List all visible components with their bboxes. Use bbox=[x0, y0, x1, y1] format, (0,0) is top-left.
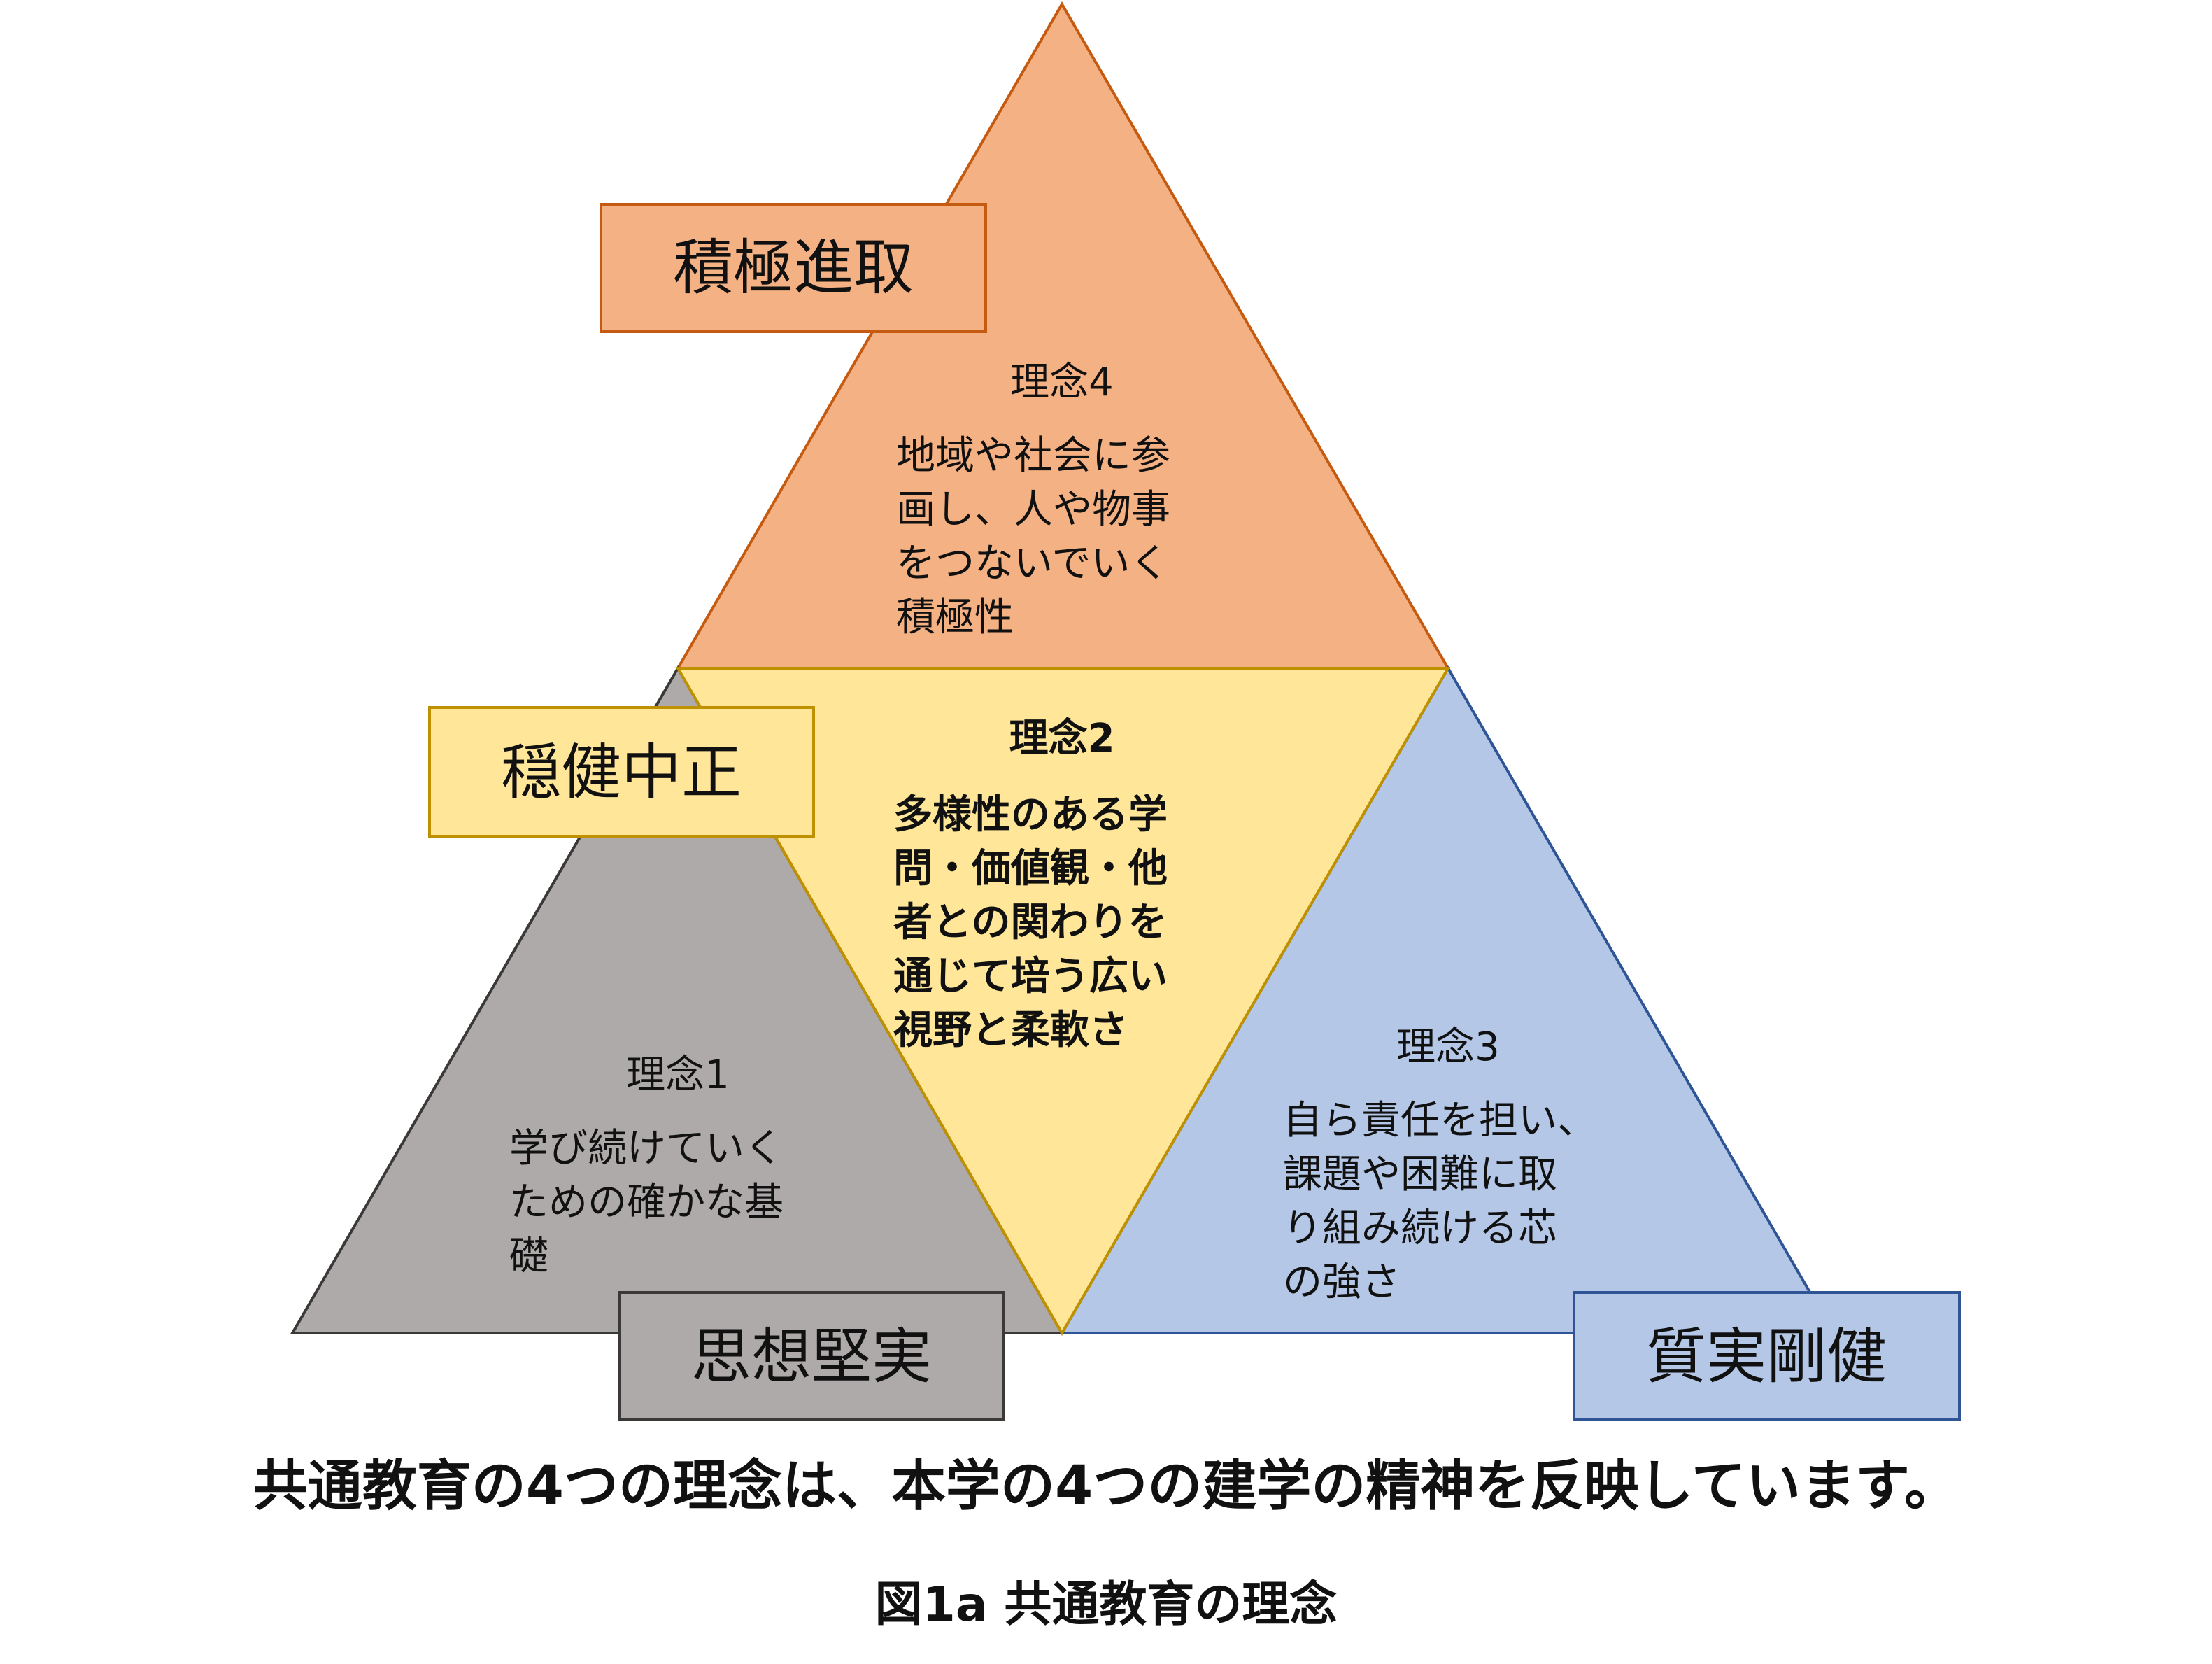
principle2-line: 通じて培う広い bbox=[893, 954, 1168, 999]
spirit-box-shitsujitsu-goken: 質実剛健 bbox=[1573, 1291, 1961, 1421]
spirit-label: 穏健中正 bbox=[501, 738, 742, 808]
principle4-line: 地域や社会に参 bbox=[896, 433, 1170, 479]
principle2-triangle bbox=[675, 667, 1451, 1336]
figure-label: 図1a 共通教育の理念 bbox=[875, 1577, 1338, 1633]
spirit-box-onken-chusei: 穏健中正 bbox=[428, 706, 815, 838]
principle2-line: 問・価値観・他 bbox=[893, 846, 1168, 891]
spirit-label: 質実剛健 bbox=[1646, 1322, 1887, 1392]
principle1-line: ための確かな基 bbox=[509, 1180, 784, 1225]
principle3-line: り組み続ける芯 bbox=[1283, 1206, 1557, 1251]
spirit-box-shiso-kenjitsu: 思想堅実 bbox=[618, 1291, 1005, 1421]
principle3-line: 課題や困難に取 bbox=[1283, 1152, 1557, 1197]
principle2-line: 者との関わりを bbox=[893, 900, 1167, 945]
principle1-line: 礎 bbox=[509, 1234, 548, 1279]
spirit-label: 思想堅実 bbox=[691, 1322, 932, 1392]
spirit-label: 積極進取 bbox=[673, 233, 914, 303]
diagram-caption: 共通教育の4つの理念は、本学の4つの建学の精神を反映しています。 bbox=[253, 1455, 1959, 1518]
principle3-line: の強さ bbox=[1283, 1260, 1401, 1305]
principle4-line: をつないでいく bbox=[896, 541, 1169, 586]
principle2-title: 理念2 bbox=[1009, 716, 1115, 761]
spirit-box-sekkyoku-shinshu: 積極進取 bbox=[600, 203, 987, 333]
principle4-title: 理念4 bbox=[1010, 360, 1114, 405]
principle3-title: 理念3 bbox=[1396, 1024, 1500, 1070]
principle4-line: 画し、人や物事 bbox=[896, 487, 1170, 533]
principle4-line: 積極性 bbox=[896, 595, 1014, 640]
principle2-line: 多様性のある学 bbox=[893, 792, 1168, 838]
principle3-line: 自ら責任を担い、 bbox=[1283, 1098, 1596, 1143]
principle2-line: 視野と柔軟さ bbox=[893, 1008, 1128, 1053]
principle1-title: 理念1 bbox=[626, 1052, 730, 1098]
principle1-line: 学び続けていく bbox=[509, 1126, 784, 1171]
